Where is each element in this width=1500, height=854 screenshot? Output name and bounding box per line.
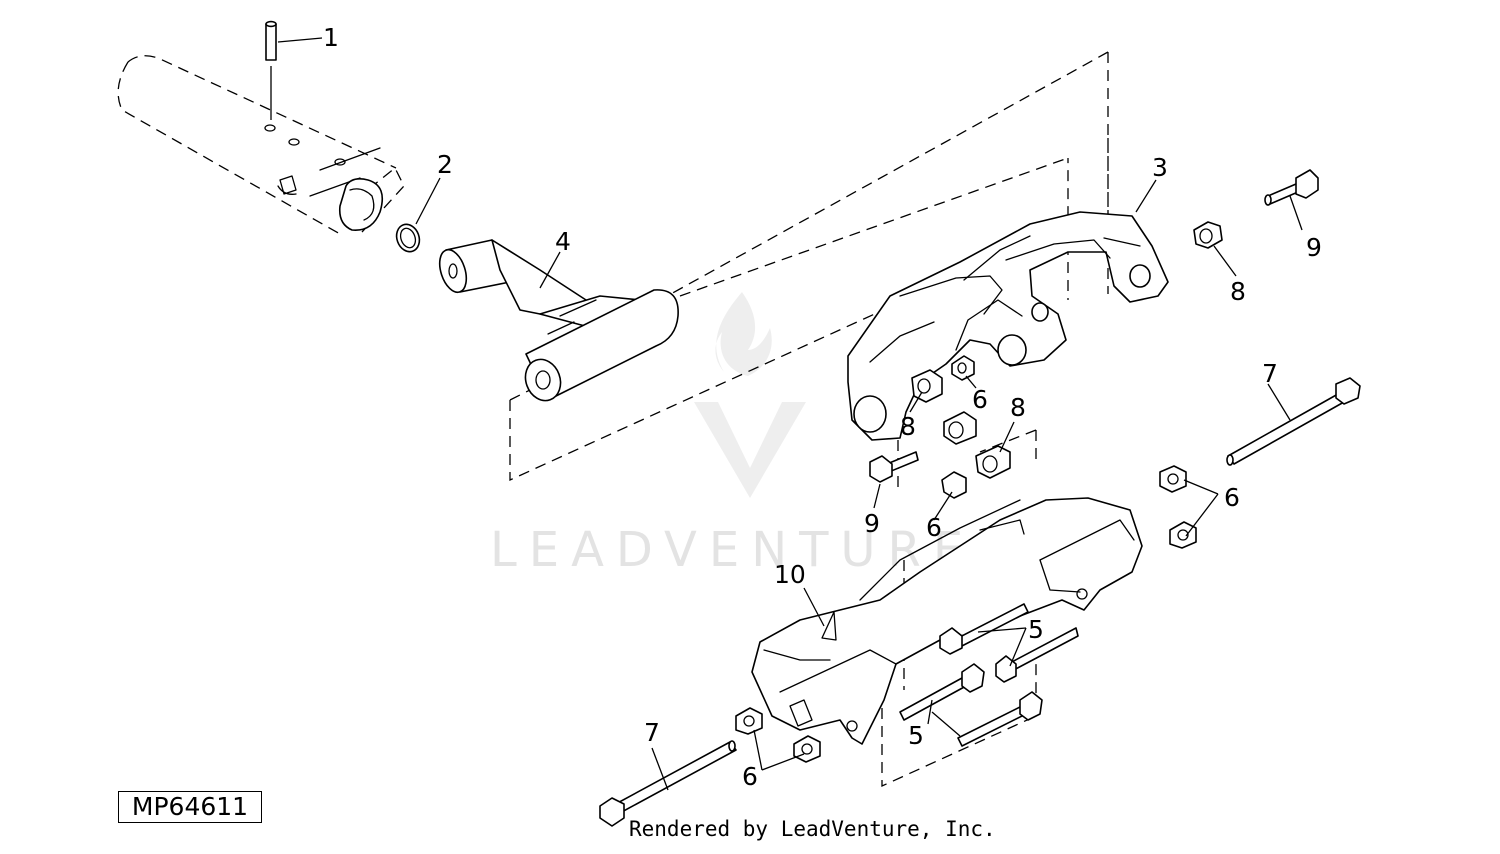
callout-3: 3 [1152, 153, 1168, 182]
leader-lines [277, 37, 1303, 791]
lower-bolts [899, 603, 1079, 747]
watermark-v-icon [694, 402, 806, 498]
callout-7-lower: 7 [644, 718, 660, 747]
callout-5-upper: 5 [1028, 615, 1044, 644]
figure-id-label: MP64611 [118, 791, 262, 823]
leadventure-watermark: LEADVENTURE [490, 292, 975, 578]
lower-phantom-box [881, 429, 1037, 788]
pivot-shaft-part [438, 239, 679, 402]
callout-6-mid: 6 [972, 385, 988, 414]
callout-10: 10 [774, 560, 806, 589]
callout-5-lower: 5 [908, 721, 924, 750]
callout-8-mid-left: 8 [900, 412, 916, 441]
axle-tube-details [277, 138, 384, 231]
callout-4: 4 [555, 227, 571, 256]
callout-1: 1 [323, 23, 339, 52]
snap-ring-part [395, 223, 421, 253]
callout-6-lower-left: 6 [742, 762, 758, 791]
watermark-flame-icon [715, 292, 772, 376]
spring-pin-part [264, 20, 277, 132]
mid-hardware [869, 355, 1011, 499]
bushing-part [1193, 221, 1223, 249]
callout-6-right: 6 [1224, 483, 1240, 512]
frame-bracket-part [847, 211, 1169, 441]
callout-8-upper-right: 8 [1230, 277, 1246, 306]
lower-left-hardware [599, 707, 821, 827]
callout-7-upper: 7 [1262, 359, 1278, 388]
callout-labels: 1 2 3 4 5 5 6 6 6 6 7 7 8 8 8 9 9 10 [323, 23, 1322, 791]
callout-9-upper-right: 9 [1306, 233, 1322, 262]
lower-beam-part [751, 497, 1143, 745]
callout-6-center: 6 [926, 513, 942, 542]
right-nuts [1159, 465, 1197, 549]
long-bolt-upper-part [1226, 377, 1361, 466]
axle-tube-phantom [117, 55, 397, 235]
callout-8-mid-right: 8 [1010, 393, 1026, 422]
render-credit: Rendered by LeadVenture, Inc. [629, 817, 996, 841]
callout-9-mid: 9 [864, 509, 880, 538]
bolt-part [1264, 169, 1319, 206]
watermark-text: LEADVENTURE [490, 522, 975, 578]
callout-2: 2 [437, 150, 453, 179]
